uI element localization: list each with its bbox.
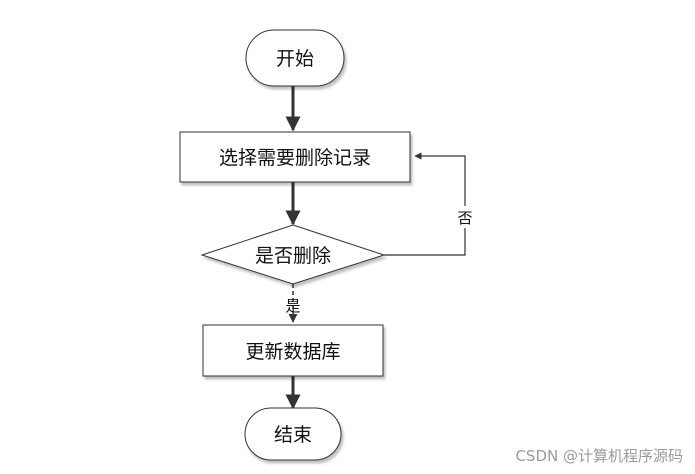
edge-decision-no-loop: [384, 152, 466, 256]
edge-label-no: 否: [457, 209, 472, 227]
select-record-node: [179, 131, 411, 183]
select-record-label: 选择需要删除记录: [219, 147, 371, 169]
edge-label-yes: 是: [285, 297, 300, 315]
update-database-node: [202, 324, 384, 377]
start-node: [245, 29, 345, 87]
decision-label: 是否删除: [255, 245, 331, 267]
end-node: [244, 407, 342, 461]
decision-node: [200, 224, 386, 285]
start-label: 开始: [276, 48, 314, 70]
update-database-label: 更新数据库: [245, 341, 340, 363]
end-label: 结束: [274, 424, 312, 446]
watermark: CSDN @计算机程序源码: [515, 447, 683, 465]
